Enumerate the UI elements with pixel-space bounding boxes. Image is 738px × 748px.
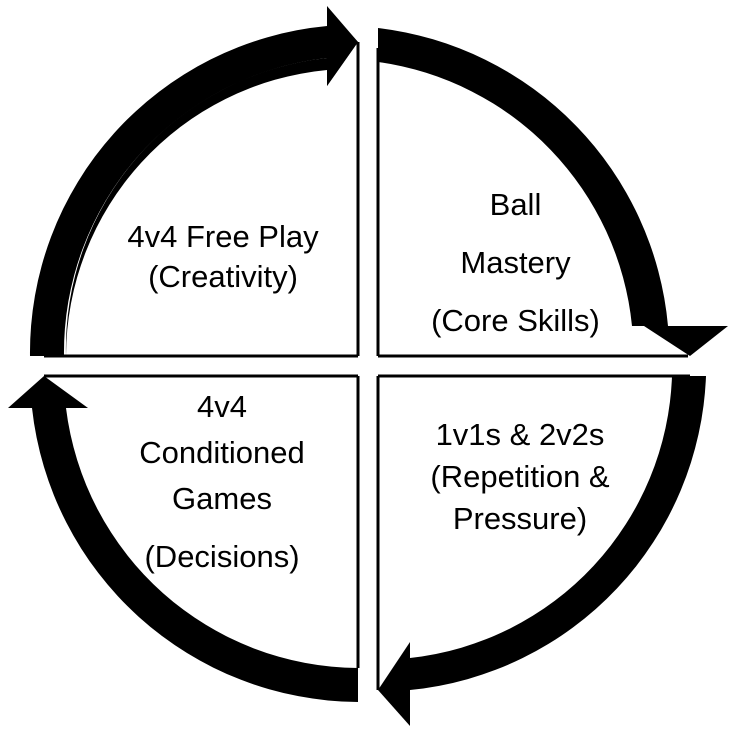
arc-arrow-top-left-outer (29, 26, 327, 356)
arrowhead-right (644, 326, 728, 356)
label-line: Ball (489, 187, 542, 222)
quadrant-label-top-left: 4v4 Free Play (Creativity) (88, 217, 358, 297)
label-line: 4v4 (197, 389, 247, 424)
label-line: 4v4 Free Play (127, 219, 319, 254)
quadrant-dividers (44, 42, 690, 690)
label-line: Conditioned (139, 435, 305, 470)
arrowhead-top (327, 6, 358, 86)
label-line: 1v1s & 2v2s (435, 417, 605, 452)
quadrant-label-bottom-left: 4v4 Conditioned Games (Decisions) (82, 384, 362, 580)
label-line: Mastery (460, 245, 571, 280)
label-line: (Core Skills) (431, 303, 600, 338)
arc-arrow-bottom-right (410, 376, 706, 690)
label-line: Games (172, 481, 272, 516)
label-line: (Decisions) (144, 539, 300, 574)
arrowhead-left (8, 376, 88, 408)
label-line: (Creativity) (148, 259, 298, 294)
arrowhead-bottom (378, 642, 410, 726)
quadrant-label-top-right: Ball Mastery (Core Skills) (378, 176, 653, 350)
label-line: Pressure) (452, 501, 588, 536)
quadrant-label-bottom-right: 1v1s & 2v2s (Repetition & Pressure) (380, 414, 660, 540)
arc-arrow-bottom-left (32, 408, 358, 702)
label-line: (Repetition & (430, 459, 610, 494)
arc-arrow-top-right (378, 28, 668, 326)
